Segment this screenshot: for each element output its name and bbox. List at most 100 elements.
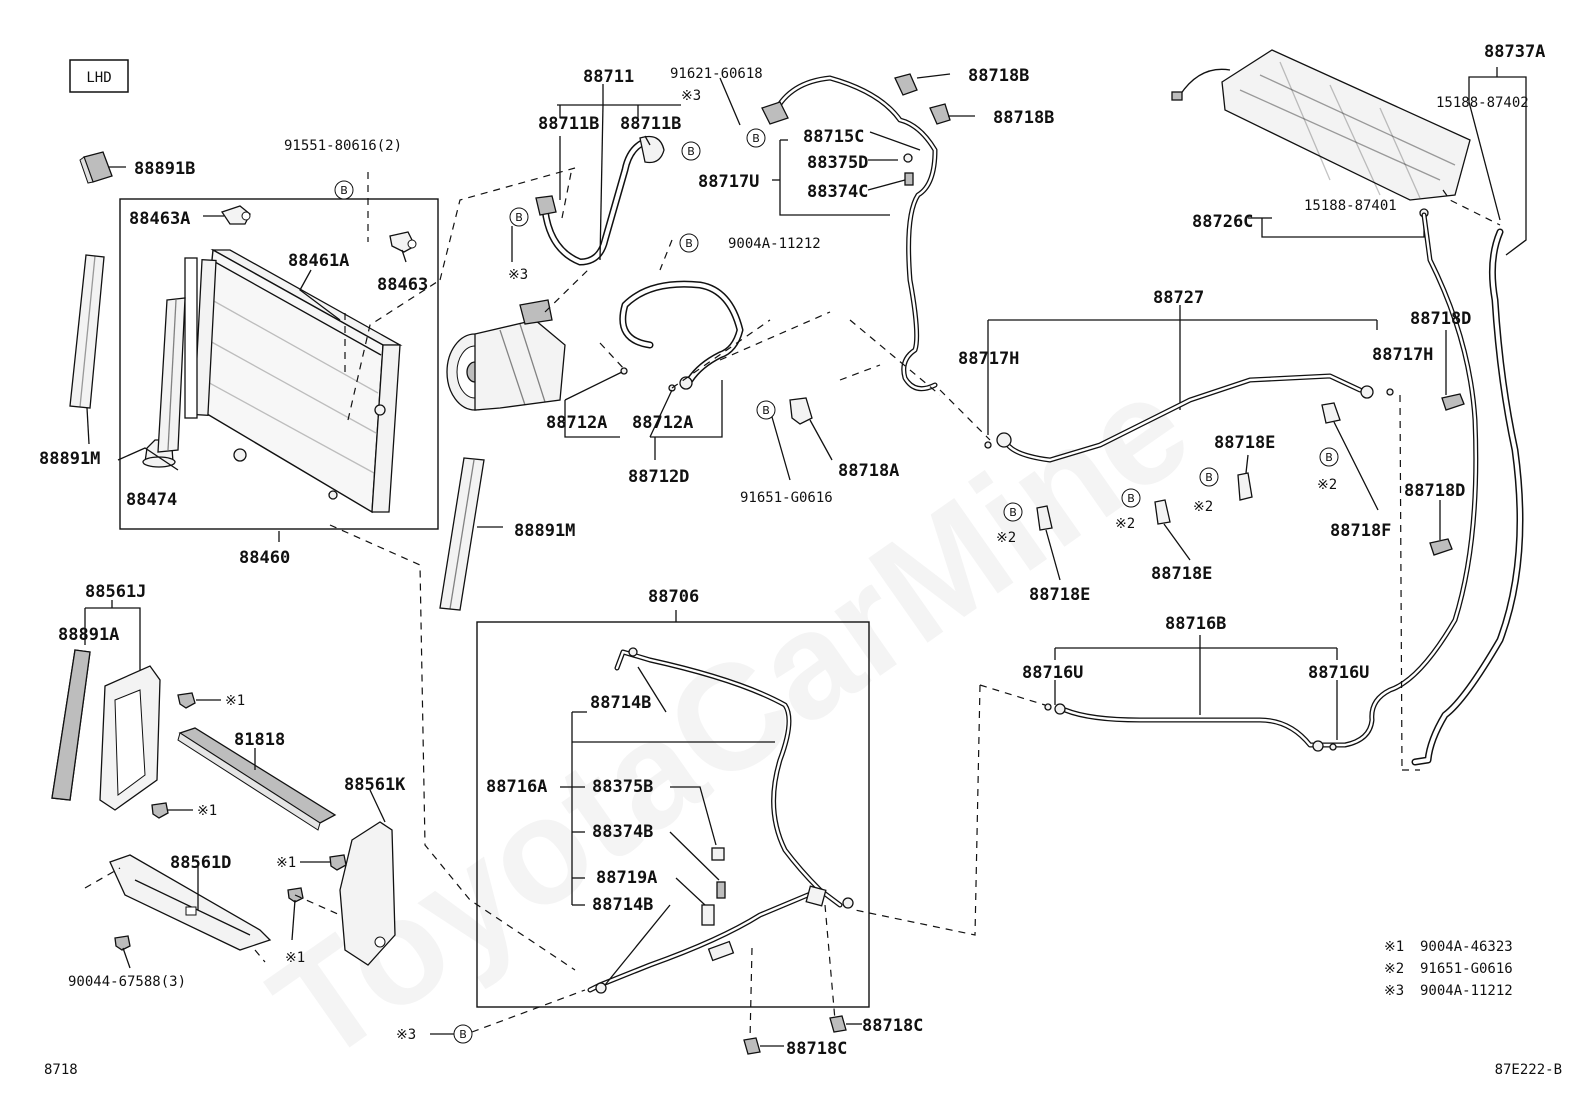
part-88561d-cover[interactable]: [109, 854, 272, 951]
label-88712d[interactable]: 88712D: [628, 467, 689, 487]
ac-compressor[interactable]: [446, 299, 566, 411]
label-88374c[interactable]: 88374C: [807, 182, 868, 202]
label-88711b-b[interactable]: 88711B: [620, 114, 681, 134]
label-9004a-11212[interactable]: 9004A-11212: [728, 236, 821, 252]
clip-90044[interactable]: [114, 935, 131, 951]
part-88718c-clip-b[interactable]: [743, 1037, 761, 1055]
part-88718f-clamp[interactable]: [1321, 402, 1341, 424]
clip-mark1-c[interactable]: [329, 854, 347, 871]
label-88718a[interactable]: 88718A: [838, 461, 899, 481]
label-88718d-b[interactable]: 88718D: [1404, 481, 1465, 501]
part-81818-bar[interactable]: [177, 727, 337, 831]
label-88891m-left[interactable]: 88891M: [39, 449, 100, 469]
label-88719a[interactable]: 88719A: [596, 868, 657, 888]
part-88561k-side-cover[interactable]: [339, 821, 396, 966]
label-88374b[interactable]: 88374B: [592, 822, 653, 842]
part-88718e-clamp-a[interactable]: [1036, 505, 1053, 531]
label-88716u-a[interactable]: 88716U: [1022, 663, 1083, 683]
clip-mark1-a[interactable]: [177, 692, 196, 709]
part-88719a-valve[interactable]: [701, 904, 715, 926]
label-15188-87402[interactable]: 15188-87402: [1436, 95, 1529, 111]
condenser-side-seal[interactable]: [157, 297, 186, 453]
part-88463-clip[interactable]: [389, 231, 417, 253]
label-88718c-b[interactable]: 88718C: [786, 1039, 847, 1059]
box-88706: [476, 621, 870, 1008]
label-88717h-a[interactable]: 88717H: [958, 349, 1019, 369]
label-88718d-a[interactable]: 88718D: [1410, 309, 1471, 329]
part-88891m-seal-left[interactable]: [69, 254, 105, 409]
label-88714b-a[interactable]: 88714B: [590, 693, 651, 713]
label-88712a-b[interactable]: 88712A: [632, 413, 693, 433]
label-88561k[interactable]: 88561K: [344, 775, 406, 795]
tube-88717u[interactable]: [761, 75, 938, 392]
part-88718b-clamp-a[interactable]: [894, 73, 918, 96]
legend-mark-1: ※1: [1384, 939, 1404, 955]
hose-88712[interactable]: [619, 280, 744, 392]
label-88718b-b[interactable]: 88718B: [993, 108, 1054, 128]
label-88474[interactable]: 88474: [126, 490, 177, 510]
label-88460[interactable]: 88460: [239, 548, 290, 568]
bolt-marker-10: B: [1319, 447, 1339, 467]
part-88718d-clamp-a[interactable]: [1441, 393, 1465, 411]
label-88712a-a[interactable]: 88712A: [546, 413, 607, 433]
part-88718e-clamp-b[interactable]: [1154, 499, 1171, 525]
pipe-88716b[interactable]: [1054, 703, 1324, 752]
label-88727[interactable]: 88727: [1153, 288, 1204, 308]
label-15188-87401[interactable]: 15188-87401: [1304, 198, 1397, 214]
part-88463a-clip[interactable]: [220, 205, 251, 225]
part-88718e-clamp-c[interactable]: [1237, 472, 1253, 501]
label-88375d[interactable]: 88375D: [807, 153, 868, 173]
label-88561d[interactable]: 88561D: [170, 853, 231, 873]
part-88718d-clamp-b[interactable]: [1429, 538, 1453, 556]
label-88891m-center[interactable]: 88891M: [514, 521, 575, 541]
label-88711[interactable]: 88711: [583, 67, 634, 87]
label-88891b[interactable]: 88891B: [134, 159, 195, 179]
label-91551-80616[interactable]: 91551-80616(2): [284, 138, 402, 154]
bolt-marker-11: B: [453, 1024, 473, 1044]
label-88716b[interactable]: 88716B: [1165, 614, 1226, 634]
evaporator-unit[interactable]: [1171, 49, 1471, 201]
label-90044-67588[interactable]: 90044-67588(3): [68, 974, 186, 990]
label-88715c[interactable]: 88715C: [803, 127, 864, 147]
part-88891a-seal[interactable]: [51, 649, 91, 801]
part-88891b-block[interactable]: [79, 151, 113, 184]
part-88718a-bracket[interactable]: [789, 397, 813, 425]
part-88375b-cap[interactable]: [711, 847, 725, 861]
pipe-88727[interactable]: [996, 373, 1374, 463]
label-88461a[interactable]: 88461A: [288, 251, 349, 271]
label-88463[interactable]: 88463: [377, 275, 428, 295]
label-88718e-b[interactable]: 88718E: [1029, 585, 1090, 605]
label-88718c-a[interactable]: 88718C: [862, 1016, 923, 1036]
part-88891m-seal-center[interactable]: [439, 457, 485, 611]
label-88716u-b[interactable]: 88716U: [1308, 663, 1369, 683]
hose-88737a[interactable]: [1411, 228, 1524, 766]
label-88718b-a[interactable]: 88718B: [968, 66, 1029, 86]
label-88726c[interactable]: 88726C: [1192, 212, 1253, 232]
label-88375b[interactable]: 88375B: [592, 777, 653, 797]
part-88718b-clamp-b[interactable]: [929, 103, 951, 125]
label-88711b-a[interactable]: 88711B: [538, 114, 599, 134]
part-88718c-clip-a[interactable]: [829, 1015, 847, 1033]
label-88718e-c[interactable]: 88718E: [1151, 564, 1212, 584]
label-88718e-a[interactable]: 88718E: [1214, 433, 1275, 453]
part-88374b-core[interactable]: [716, 881, 726, 899]
label-91621-60618[interactable]: 91621-60618: [670, 66, 763, 82]
label-88891a[interactable]: 88891A: [58, 625, 119, 645]
label-88717u[interactable]: 88717U: [698, 172, 759, 192]
clip-mark1-b[interactable]: [151, 802, 169, 819]
hose-88711[interactable]: [535, 135, 665, 266]
label-88716a[interactable]: 88716A: [486, 777, 547, 797]
label-91651-g0616[interactable]: 91651-G0616: [740, 490, 833, 506]
label-81818[interactable]: 81818: [234, 730, 285, 750]
label-88718f[interactable]: 88718F: [1330, 521, 1391, 541]
label-88706[interactable]: 88706: [648, 587, 699, 607]
label-88561j[interactable]: 88561J: [85, 582, 146, 602]
pipe-88706[interactable]: [587, 647, 854, 994]
pipe-88726c[interactable]: [1317, 212, 1479, 748]
label-88717h-b[interactable]: 88717H: [1372, 345, 1433, 365]
label-88714b-b[interactable]: 88714B: [592, 895, 653, 915]
label-88463a[interactable]: 88463A: [129, 209, 190, 229]
label-88737a[interactable]: 88737A: [1484, 42, 1545, 62]
